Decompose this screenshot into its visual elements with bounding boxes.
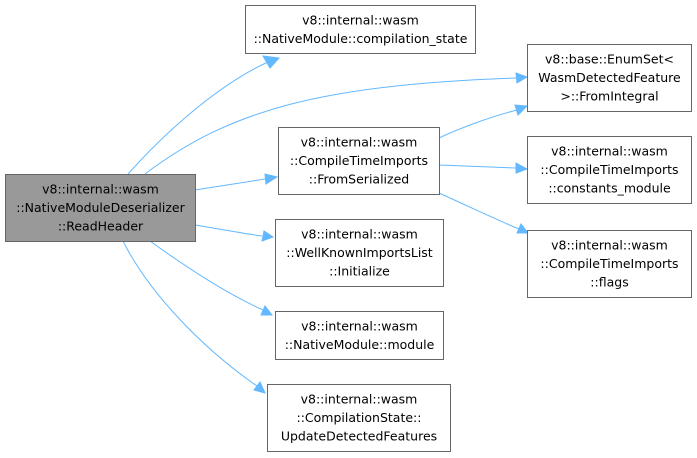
node-box <box>278 127 440 195</box>
node-label-line: v8::internal::wasm <box>301 392 418 407</box>
node-label-line: ::FromSerialized <box>309 172 409 187</box>
node-box <box>5 174 196 242</box>
node-label-line: v8::internal::wasm <box>301 135 418 150</box>
edge-line <box>438 164 517 169</box>
node-readheader[interactable]: v8::internal::wasm::NativeModuleDeserial… <box>5 174 196 242</box>
node-label-line: ::CompileTimeImports <box>290 153 428 168</box>
node-label-line: v8::internal::wasm <box>301 318 418 333</box>
node-label-line: ::NativeModule::compilation_state <box>254 31 468 46</box>
node-box <box>267 384 451 452</box>
edge-line <box>194 224 263 237</box>
arrowhead-icon <box>253 381 266 394</box>
edge-fromserialized-to-enumset-fromintegral <box>438 104 529 139</box>
edge-line <box>438 109 518 139</box>
edge-readheader-to-enumset-fromintegral <box>144 72 529 175</box>
node-label-line: v8::base::EnumSet< <box>545 52 674 67</box>
node-fromserialized[interactable]: v8::internal::wasm::CompileTimeImports::… <box>278 127 440 195</box>
node-box <box>245 5 476 54</box>
edge-fromserialized-to-flags <box>438 192 530 234</box>
arrowhead-icon <box>264 173 279 185</box>
edge-readheader-to-nativemodule-module <box>149 240 274 316</box>
edge-fromserialized-to-constants-module <box>438 162 529 174</box>
node-label-line: ::NativeModuleDeserializer <box>16 200 185 215</box>
node-update-detected-features[interactable]: v8::internal::wasm::CompilationState::Up… <box>267 384 451 452</box>
edge-line <box>194 178 266 191</box>
node-label-line: WasmDetectedFeature <box>538 70 681 85</box>
arrowhead-icon <box>515 72 529 84</box>
edge-line <box>127 61 269 175</box>
edge-readheader-to-wellknown-initialize <box>194 224 275 242</box>
node-wellknown-initialize[interactable]: v8::internal::wasm::WellKnownImportsList… <box>275 219 444 287</box>
node-box <box>275 311 444 360</box>
node-label-line: v8::internal::wasm <box>551 144 668 159</box>
node-label-line: ::CompileTimeImports <box>540 162 678 177</box>
node-label-line: v8::internal::wasm <box>42 182 159 197</box>
node-flags[interactable]: v8::internal::wasm::CompileTimeImports::… <box>527 230 692 298</box>
node-label-line: >::FromIntegral <box>560 89 658 104</box>
node-enumset-fromintegral[interactable]: v8::base::EnumSet<WasmDetectedFeature>::… <box>527 44 692 112</box>
node-label-line: v8::internal::wasm <box>301 227 418 242</box>
arrowhead-icon <box>260 305 274 316</box>
node-label-line: v8::internal::wasm <box>302 12 419 27</box>
arrowhead-icon <box>261 230 275 242</box>
nodes-layer: v8::internal::wasm::NativeModuleDeserial… <box>5 5 692 452</box>
edges-layer <box>122 55 530 394</box>
arrowhead-icon <box>516 223 530 234</box>
node-label-line: ::NativeModule::module <box>285 337 435 352</box>
node-nativemodule-module[interactable]: v8::internal::wasm::NativeModule::module <box>275 311 444 360</box>
edge-line <box>144 77 518 175</box>
arrowhead-icon <box>514 104 529 116</box>
node-label-line: UpdateDetectedFeatures <box>281 429 437 444</box>
node-label-line: ::WellKnownImportsList <box>286 245 433 260</box>
node-label-line: ::CompileTimeImports <box>540 256 678 271</box>
edge-line <box>149 240 264 311</box>
edge-readheader-to-compilation-state <box>127 55 281 175</box>
edge-readheader-to-fromserialized <box>194 173 279 191</box>
edge-line <box>122 240 258 387</box>
node-label-line: ::constants_module <box>548 181 671 196</box>
node-label-line: ::Initialize <box>329 264 390 279</box>
node-label-line: ::flags <box>590 275 628 290</box>
edge-readheader-to-update-detected-features <box>122 240 266 394</box>
node-label-line: ::ReadHeader <box>58 219 144 234</box>
arrowhead-icon <box>262 55 281 69</box>
arrowhead-icon <box>515 162 529 174</box>
node-label-line: ::CompilationState:: <box>297 410 422 425</box>
node-box <box>275 219 444 287</box>
node-label-line: v8::internal::wasm <box>551 238 668 253</box>
edge-line <box>438 192 520 230</box>
node-compilation-state[interactable]: v8::internal::wasm::NativeModule::compil… <box>245 5 476 54</box>
node-box <box>527 230 692 298</box>
node-box <box>527 136 692 204</box>
node-constants-module[interactable]: v8::internal::wasm::CompileTimeImports::… <box>527 136 692 204</box>
node-box <box>527 44 692 112</box>
